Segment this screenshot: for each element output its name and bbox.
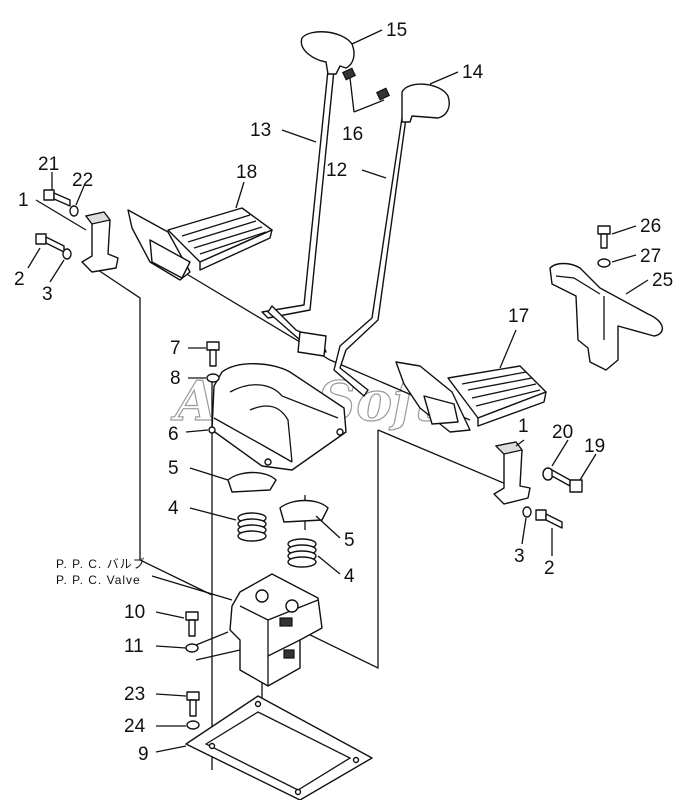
ppc-valve-label-en: P. P. C. Valve [56,573,141,587]
callout-8: 8 [170,368,181,389]
bolt-23 [186,691,200,717]
callout-1-left: 1 [18,190,29,211]
callout-21: 21 [38,154,59,175]
callout-25: 25 [652,270,673,291]
callout-13: 13 [250,120,271,141]
washer-11 [185,643,199,653]
cover-housing [208,363,347,471]
callout-20: 20 [552,422,573,443]
callout-22: 22 [72,170,93,191]
bracket-1-right [493,441,531,505]
bolt-2-left [35,233,65,253]
callout-14: 14 [462,62,484,83]
washer-22 [69,205,79,217]
callout-10: 10 [124,602,145,623]
callout-24: 24 [124,716,146,737]
pedal-18 [127,207,273,281]
callout-2-right: 2 [544,558,555,579]
callout-19: 19 [584,436,605,457]
callout-9: 9 [138,744,149,765]
washer-8 [206,373,220,383]
callout-16: 16 [342,124,363,145]
lever-12 [333,117,407,397]
boot-5-right [279,499,329,523]
callout-6: 6 [168,424,179,445]
callout-27: 27 [640,246,661,267]
callout-5-right: 5 [344,530,355,551]
callout-labels: 1 2 3 21 22 18 13 12 15 14 16 17 26 27 2… [14,20,673,765]
bolt-7 [206,341,220,367]
bolt-19 [551,469,583,493]
pedal-17 [395,361,547,433]
callout-3-right: 3 [514,546,525,567]
bolt-21 [43,189,71,207]
callout-7: 7 [170,338,181,359]
washer-27 [597,258,611,268]
callout-1-right: 1 [518,416,529,437]
bolt-10 [185,611,199,637]
callout-26: 26 [640,216,661,237]
bracket-1-left [81,211,119,273]
callout-11: 11 [124,636,144,657]
lever-13 [261,69,335,357]
spring-pin-16a [341,67,357,81]
washer-3-right [522,506,532,518]
callout-3-left: 3 [42,284,53,305]
plate-9 [185,695,373,800]
spring-4-left [237,512,267,542]
leader-lines [27,29,649,753]
washer-3-left [62,248,72,260]
washer-24 [186,720,200,730]
ppc-valve-label-jp: P. P. C. バルブ [56,556,146,571]
bolt-2-right [535,509,563,529]
center-lines [94,267,521,780]
knob-15 [300,31,355,75]
callout-23: 23 [124,684,145,705]
bracket-25 [549,262,663,371]
callout-2-left: 2 [14,269,25,290]
callout-5-left: 5 [168,458,179,479]
callout-12: 12 [326,160,347,181]
knob-14 [401,83,450,123]
boot-5-left [227,471,277,493]
callout-17: 17 [508,306,529,327]
spring-pin-16b [375,87,391,101]
callout-4-right: 4 [344,566,355,587]
ppc-valve [229,573,323,687]
callout-4-left: 4 [168,498,179,519]
bolt-26 [597,225,611,249]
spring-4-right [287,538,317,568]
callout-18: 18 [236,162,257,183]
callout-15: 15 [386,20,407,41]
